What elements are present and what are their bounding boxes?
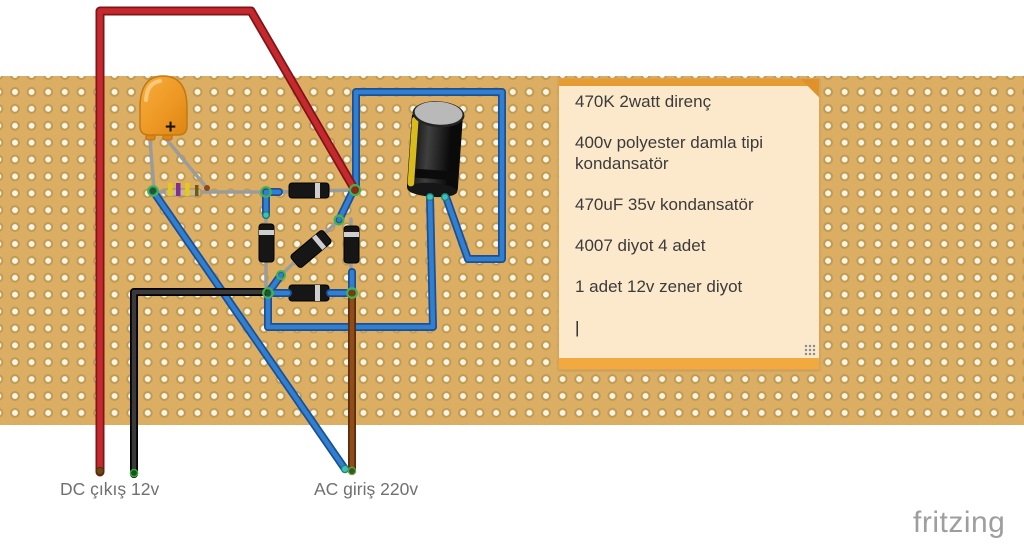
brown-wire-tip xyxy=(347,466,357,476)
note-line: 400v polyester damla tipi kondansatör xyxy=(575,133,764,173)
note-line: 470uF 35v kondansatör xyxy=(575,195,754,214)
wire-blue-loop[interactable] xyxy=(352,88,506,263)
cap-yellow-stripe xyxy=(407,116,419,187)
diode-stripe xyxy=(315,285,320,301)
resistor-band-violet xyxy=(176,183,181,196)
resistor-band-gold xyxy=(195,185,199,196)
diode-top[interactable] xyxy=(288,182,330,199)
electrolytic-capacitor[interactable] xyxy=(406,99,466,198)
label-dc-output[interactable]: DC çıkış 12v xyxy=(60,479,160,499)
component-leads xyxy=(148,138,356,295)
wire-blue-elbow[interactable] xyxy=(262,188,283,219)
resistor-470k[interactable] xyxy=(164,183,202,197)
diode-stripe xyxy=(344,232,359,237)
diode-stripe xyxy=(311,234,327,250)
polarity-mark: + xyxy=(165,117,176,138)
diode-bottom[interactable] xyxy=(288,284,330,302)
dropcap-right-lead xyxy=(165,138,209,190)
blue-wire-tip xyxy=(340,464,350,474)
diode-right[interactable] xyxy=(343,225,360,264)
resistor-band-yellow-1 xyxy=(168,183,173,196)
cap-top xyxy=(414,101,463,125)
zener-diode-diagonal[interactable] xyxy=(290,229,332,268)
resistor-band-yellow-2 xyxy=(185,183,190,196)
polyester-drop-capacitor[interactable]: + xyxy=(139,75,188,141)
dropcap-highlight xyxy=(144,79,162,102)
note-line: 470K 2watt direnç xyxy=(575,92,712,111)
junctions xyxy=(147,183,450,299)
fritzing-logo: fritzing xyxy=(913,506,1006,539)
cap-crimp xyxy=(408,168,459,181)
wire-black-dc[interactable] xyxy=(130,288,268,478)
label-ac-input[interactable]: AC giriş 220v xyxy=(314,479,419,499)
wire-tips xyxy=(95,464,357,478)
text-cursor: | xyxy=(575,318,580,337)
dropcap-left-lead xyxy=(148,138,156,191)
wire-red-dc[interactable] xyxy=(95,6,360,477)
black-wire-tip xyxy=(129,468,139,478)
note-corner-fold-icon xyxy=(801,79,819,97)
note-text[interactable]: 470K 2watt direnç 400v polyester damla t… xyxy=(575,91,805,338)
note-resize-grip[interactable] xyxy=(804,344,816,356)
wire-blue-stub-br[interactable] xyxy=(326,268,356,297)
diode-stripe xyxy=(259,230,274,235)
blue-wires[interactable] xyxy=(149,88,506,473)
diode-stripe xyxy=(315,183,320,198)
note-bottom-bar[interactable] xyxy=(559,358,819,369)
diode-left[interactable] xyxy=(258,223,275,263)
sticky-note[interactable]: 470K 2watt direnç 400v polyester damla t… xyxy=(558,78,820,370)
wire-ac-blue-diagonal[interactable] xyxy=(149,187,349,473)
red-wire-tip xyxy=(95,466,105,476)
note-line: 1 adet 12v zener diyot xyxy=(575,277,743,296)
note-top-bar[interactable] xyxy=(559,79,819,86)
note-line: 4007 diyot 4 adet xyxy=(575,236,706,255)
